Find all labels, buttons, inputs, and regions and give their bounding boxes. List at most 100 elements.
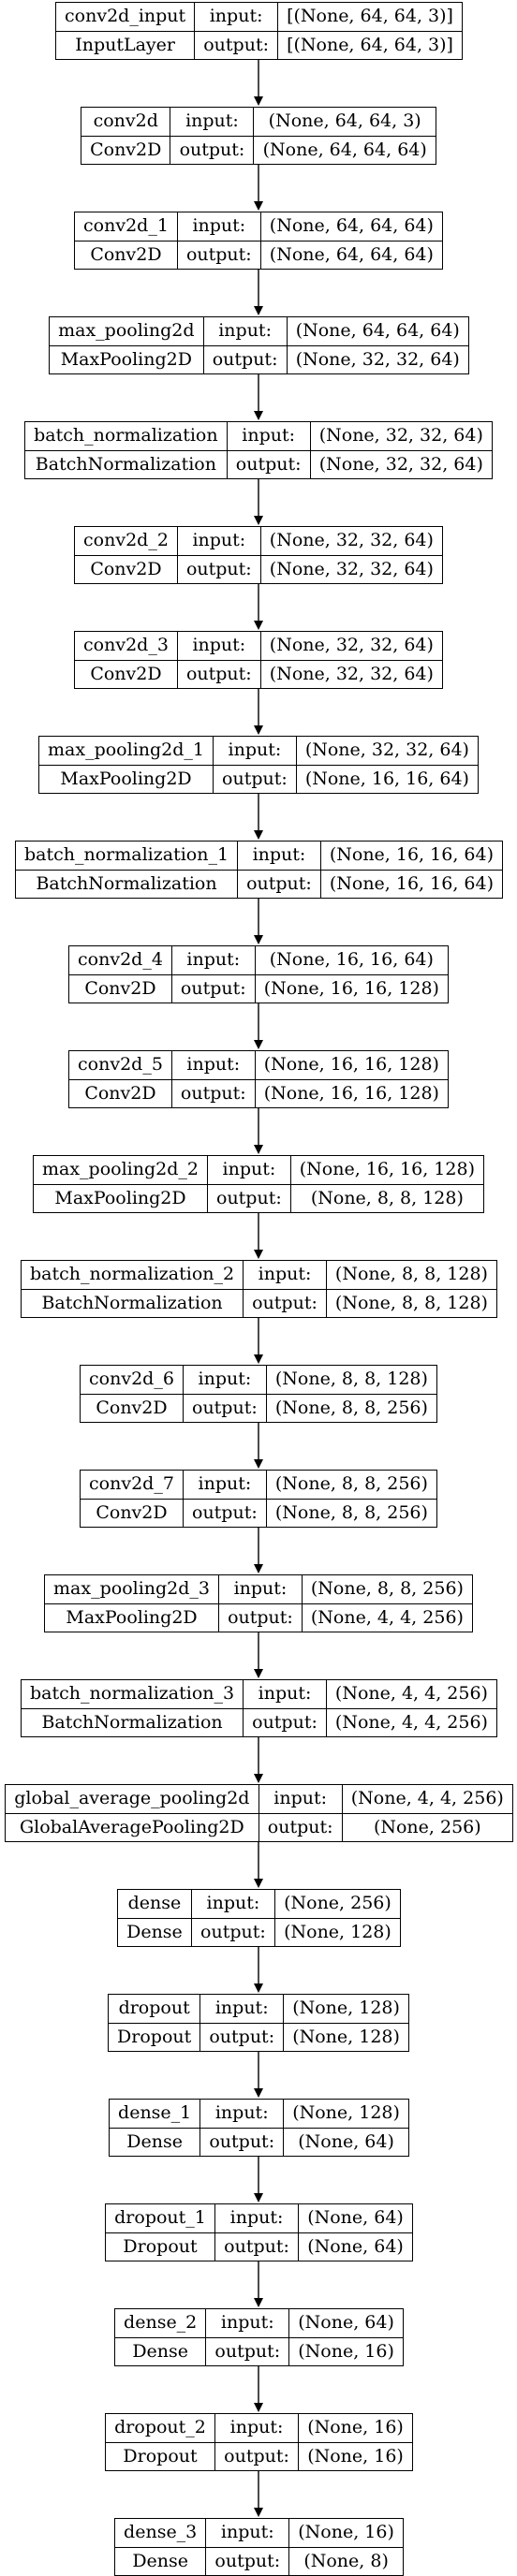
input-label: input:: [182, 1366, 267, 1395]
output-label: output:: [194, 30, 278, 59]
output-label: output:: [176, 240, 261, 269]
output-shape: (None, 32, 32, 64): [259, 659, 442, 688]
output-label: output:: [218, 1603, 303, 1632]
input-label: input:: [176, 632, 261, 661]
input-label: input:: [205, 2519, 290, 2548]
layer-name: conv2d: [81, 108, 171, 137]
input-shape: (None, 32, 32, 64): [295, 737, 478, 766]
layer-name: dense_1: [110, 2100, 201, 2129]
layer-type: Conv2D: [75, 554, 178, 583]
output-shape: (None, 32, 32, 64): [259, 554, 442, 583]
input-label: input:: [218, 1575, 303, 1604]
layer-name: max_pooling2d: [50, 317, 204, 346]
input-shape: (None, 8, 8, 256): [301, 1575, 472, 1604]
input-label: input:: [170, 108, 255, 137]
input-label: input:: [170, 1051, 256, 1080]
input-label: input:: [226, 422, 311, 451]
arrow-head: [254, 2403, 263, 2412]
layer-name: dropout_2: [106, 2414, 216, 2443]
output-shape: (None, 8, 8, 256): [265, 1498, 436, 1527]
input-label: input:: [243, 1261, 327, 1290]
layer-type: Conv2D: [81, 135, 171, 164]
input-shape: (None, 16, 16, 64): [319, 842, 502, 871]
layer-name: max_pooling2d_1: [39, 737, 214, 766]
output-label: output:: [205, 2546, 290, 2575]
arrow-head: [254, 1145, 263, 1154]
input-label: input:: [176, 212, 261, 242]
layer-name: conv2d_6: [81, 1366, 184, 1395]
input-label: input:: [207, 1156, 291, 1185]
layer-type: MaxPooling2D: [39, 764, 214, 793]
input-shape: (None, 64): [298, 2204, 412, 2233]
input-label: input:: [243, 1680, 327, 1709]
input-label: input:: [214, 2204, 300, 2233]
layer-name: batch_normalization_2: [22, 1261, 244, 1290]
output-shape: (None, 8): [288, 2546, 403, 2575]
input-label: input:: [258, 1785, 343, 1814]
arrow-head: [254, 2088, 263, 2098]
arrow-head: [254, 411, 263, 420]
layer-type: MaxPooling2D: [45, 1603, 220, 1632]
layer-type: Conv2D: [81, 1498, 184, 1527]
layer-type: MaxPooling2D: [34, 1183, 208, 1212]
input-shape: (None, 8, 8, 256): [265, 1471, 436, 1500]
input-label: input:: [199, 1995, 285, 2024]
output-label: output:: [190, 1917, 275, 1946]
output-shape: (None, 64, 64, 64): [253, 135, 436, 164]
input-shape: (None, 16): [288, 2519, 403, 2548]
layer-type: BatchNormalization: [16, 869, 239, 898]
layer-name: dense_2: [115, 2309, 207, 2338]
arrow-head: [254, 1669, 263, 1678]
input-shape: (None, 8, 8, 128): [325, 1261, 496, 1290]
layer-type: BatchNormalization: [22, 1288, 244, 1317]
layer-name: max_pooling2d_2: [34, 1156, 208, 1185]
output-shape: (None, 16, 16, 128): [254, 973, 448, 1003]
output-shape: (None, 64): [298, 2232, 412, 2261]
output-shape: (None, 128): [283, 2022, 408, 2051]
arrow-head: [254, 1879, 263, 1888]
input-shape: (None, 16): [298, 2414, 412, 2443]
layer-type: Dense: [110, 2127, 201, 2156]
layer-type: Dropout: [109, 2022, 201, 2051]
layer-type: GlobalAveragePooling2D: [6, 1812, 259, 1841]
arrow-head: [254, 1459, 263, 1469]
arrow-head: [254, 1250, 263, 1259]
output-shape: (None, 16): [288, 2336, 403, 2365]
input-label: input:: [190, 1890, 275, 1919]
layer-type: Dropout: [106, 2441, 216, 2470]
input-shape: (None, 64): [288, 2309, 403, 2338]
output-shape: (None, 8, 8, 256): [265, 1393, 436, 1422]
input-label: input:: [199, 2100, 285, 2129]
layer-name: global_average_pooling2d: [6, 1785, 259, 1814]
layer-name: conv2d_7: [81, 1471, 184, 1500]
input-shape: (None, 16, 16, 128): [254, 1051, 448, 1080]
output-label: output:: [199, 2022, 285, 2051]
layer-type: Conv2D: [81, 1393, 184, 1422]
output-shape: (None, 4, 4, 256): [325, 1707, 496, 1736]
output-shape: (None, 64): [283, 2127, 408, 2156]
input-label: input:: [182, 1471, 267, 1500]
arrow-head: [254, 306, 263, 315]
input-shape: (None, 128): [283, 2100, 408, 2129]
layer-type: Conv2D: [69, 1078, 172, 1107]
input-shape: (None, 128): [283, 1995, 408, 2024]
output-label: output:: [176, 659, 261, 688]
layer-type: Conv2D: [75, 659, 178, 688]
layer-name: dropout_1: [106, 2204, 216, 2233]
output-label: output:: [176, 554, 261, 583]
